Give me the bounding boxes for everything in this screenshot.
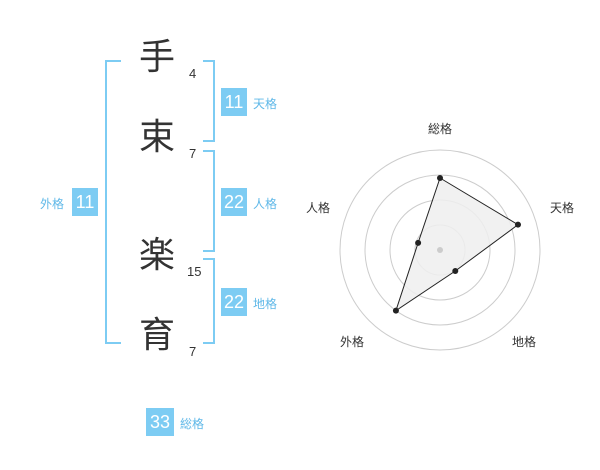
radar-point-chikaku (452, 268, 459, 275)
name-char-3: 楽 (138, 235, 175, 276)
radar-polygon (394, 177, 519, 312)
gaikaku-value-badge: 11 (72, 188, 98, 216)
radar-label-tenkaku: 天格 (550, 200, 574, 215)
jinkaku-label: 人格 (253, 197, 278, 211)
chikaku-label: 地格 (253, 297, 278, 311)
radar-grid (339, 149, 541, 351)
tenkaku-label: 天格 (253, 97, 278, 111)
stroke-count-1: 4 (189, 66, 197, 81)
name-char-1: 手 (138, 37, 175, 78)
jinkaku-bracket (203, 150, 215, 252)
jinkaku-value-badge: 22 (221, 188, 247, 216)
radar-ring (389, 199, 491, 301)
chikaku-value-badge: 22 (221, 288, 247, 316)
stroke-count-2: 7 (189, 146, 197, 161)
tenkaku-value-badge: 11 (221, 88, 247, 116)
chikaku-bracket (203, 258, 215, 344)
stroke-count-3: 15 (187, 264, 202, 279)
radar-ring (364, 174, 516, 326)
radar-point-tenkaku (514, 221, 521, 228)
stroke-count-4: 7 (189, 344, 197, 359)
gaikaku-bracket (105, 60, 121, 344)
soukaku-value-badge: 33 (146, 408, 174, 436)
name-char-2: 束 (138, 117, 175, 158)
radar-ring (339, 149, 541, 351)
radar-point-gaikaku (392, 307, 399, 314)
radar-label-jinkaku: 人格 (306, 200, 330, 215)
radar-points (392, 175, 521, 314)
radar-label-gaikaku: 外格 (340, 334, 364, 349)
radar-label-soukaku: 総格 (428, 121, 452, 136)
tenkaku-bracket (203, 60, 215, 142)
soukaku-label: 総格 (180, 417, 205, 431)
radar-center-dot (437, 247, 443, 253)
name-char-4: 育 (138, 315, 175, 356)
radar-ring (414, 224, 466, 276)
radar-label-chikaku: 地格 (512, 334, 536, 349)
gaikaku-label: 外格 (40, 197, 65, 211)
radar-point-soukaku (437, 175, 443, 181)
radar-point-jinkaku (415, 239, 422, 246)
